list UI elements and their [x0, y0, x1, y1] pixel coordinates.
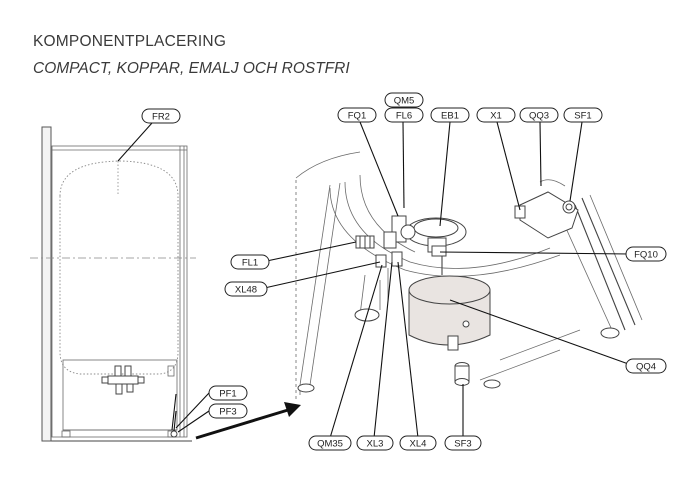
svg-text:QM5: QM5 [394, 96, 415, 107]
label-pf3: PF3 [208, 403, 248, 419]
detail-arrow [195, 402, 301, 440]
leader-lines [117, 107, 635, 439]
label-xl48: XL48 [224, 281, 268, 297]
label-fl1: FL1 [230, 254, 270, 270]
svg-text:XL3: XL3 [367, 439, 384, 450]
label-fq1: FQ1 [337, 107, 377, 123]
svg-text:FL6: FL6 [396, 111, 412, 122]
label-fl6: FL6 [384, 107, 424, 123]
label-pf1: PF1 [208, 385, 248, 401]
svg-text:SF1: SF1 [574, 111, 591, 122]
svg-text:QQ4: QQ4 [636, 362, 656, 373]
label-sf1: SF1 [563, 107, 603, 123]
detail-view [295, 151, 643, 400]
page-subtitle: COMPACT, KOPPAR, EMALJ OCH ROSTFRI [33, 60, 350, 77]
label-xl3: XL3 [356, 435, 394, 451]
svg-text:FQ10: FQ10 [634, 250, 658, 261]
label-xl4: XL4 [399, 435, 437, 451]
qq4-heater-cylinder [408, 275, 491, 351]
svg-text:QM35: QM35 [317, 439, 343, 450]
page-title: KOMPONENTPLACERING [33, 33, 227, 50]
svg-text:X1: X1 [490, 111, 502, 122]
svg-text:QQ3: QQ3 [529, 111, 549, 122]
svg-text:FL1: FL1 [242, 258, 258, 269]
label-sf3: SF3 [444, 435, 482, 451]
svg-text:SF3: SF3 [454, 439, 471, 450]
svg-text:FR2: FR2 [152, 112, 170, 123]
label-qq3: QQ3 [519, 107, 559, 123]
label-qm5: QM5 [384, 92, 424, 108]
label-x1: X1 [476, 107, 516, 123]
svg-text:XL4: XL4 [410, 439, 427, 450]
svg-text:XL48: XL48 [235, 285, 257, 296]
svg-text:FQ1: FQ1 [348, 111, 366, 122]
label-fq10: FQ10 [625, 246, 667, 262]
svg-text:PF1: PF1 [219, 389, 236, 400]
svg-text:PF3: PF3 [219, 407, 236, 418]
label-fr2: FR2 [141, 108, 181, 124]
label-qm35: QM35 [308, 435, 352, 451]
label-eb1: EB1 [430, 107, 470, 123]
label-qq4: QQ4 [625, 358, 667, 374]
svg-text:EB1: EB1 [441, 111, 459, 122]
heater-cabinet [30, 126, 196, 442]
